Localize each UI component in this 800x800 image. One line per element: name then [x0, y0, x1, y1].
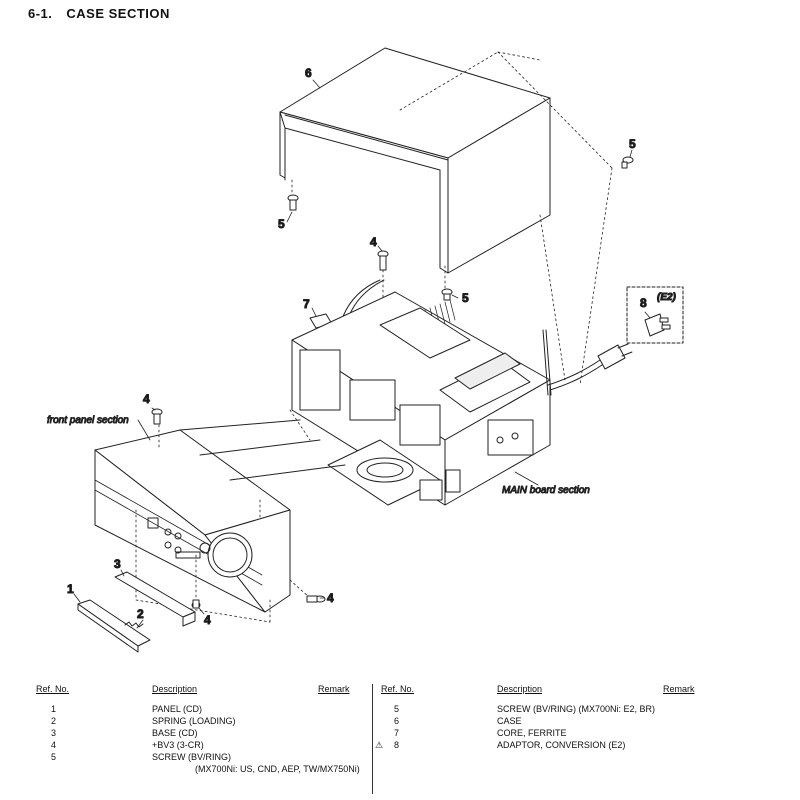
part-row: 4 +BV3 (3-CR)	[30, 740, 360, 752]
parts-list-left: Ref. No. Description Remark 1 PANEL (CD)…	[30, 684, 362, 794]
leader-lines	[73, 79, 651, 629]
screw-4-front-bottom	[191, 599, 201, 609]
part-row: 5 SCREW (BV/RING)	[30, 752, 360, 764]
part-row: ⚠ 8 ADAPTOR, CONVERSION (E2)	[373, 740, 703, 752]
part-ref: 8	[393, 740, 399, 750]
front-panel-section	[94, 419, 346, 613]
callout-2: 2	[137, 607, 144, 621]
callout-4-front-bottom: 4	[204, 613, 211, 627]
callout-3: 3	[114, 557, 121, 571]
part-description: +BV3 (3-CR)	[152, 740, 204, 750]
cd-base	[114, 571, 196, 627]
part-description: SCREW (BV/RING)	[152, 752, 232, 762]
front-panel-label: front panel section	[47, 415, 129, 426]
part-ref: 7	[393, 728, 399, 738]
ref-no-header: Ref. No.	[381, 684, 415, 694]
callout-5-right: 5	[629, 137, 636, 151]
adaptor-box	[626, 286, 684, 344]
part-ref: 5	[50, 752, 56, 762]
callout-4-top: 4	[370, 235, 377, 249]
part-description: CORE, FERRITE	[497, 728, 567, 738]
cd-spring	[124, 621, 144, 628]
screw-5-bottom	[441, 288, 453, 301]
part-ref: 5	[393, 704, 399, 714]
ref-no-header: Ref. No.	[36, 684, 70, 694]
part-description: CASE	[497, 716, 522, 726]
parts-list-right: Ref. No. Description Remark 5 SCREW (BV/…	[372, 684, 703, 794]
part-ref: 1	[50, 704, 56, 714]
e2-label: (E2)	[657, 292, 677, 303]
screw-5-left	[287, 194, 299, 211]
part-row: 6 CASE	[373, 716, 703, 728]
part-row: 5 SCREW (BV/RING) (MX700Ni: E2, BR)	[373, 704, 703, 716]
part-ref: 3	[50, 728, 56, 738]
callout-6: 6	[305, 66, 312, 80]
parts-list: Ref. No. Description Remark 1 PANEL (CD)…	[0, 684, 800, 794]
description-header: Description	[152, 684, 198, 694]
safety-warning-icon: ⚠	[375, 740, 384, 750]
case-cover	[279, 47, 551, 274]
part-ref: 4	[50, 740, 56, 750]
part-row: 7 CORE, FERRITE	[373, 728, 703, 740]
screw-5-right	[621, 156, 634, 169]
callout-5-bottom: 5	[462, 291, 469, 305]
section-number: 6-1.	[28, 6, 53, 21]
part-ref: 2	[50, 716, 56, 726]
part-row: 1 PANEL (CD)	[30, 704, 360, 716]
remark-header: Remark	[318, 684, 350, 694]
cd-panel	[77, 599, 151, 653]
section-title: CASE SECTION	[66, 6, 170, 21]
screw-4-front-right	[306, 595, 326, 603]
remark-header: Remark	[663, 684, 695, 694]
screw-4-front-left	[151, 408, 163, 425]
part-description: BASE (CD)	[152, 728, 198, 738]
part-row: 2 SPRING (LOADING)	[30, 716, 360, 728]
part-description: SCREW (BV/RING) (MX700Ni: E2, BR)	[497, 704, 656, 714]
callout-7: 7	[303, 297, 310, 311]
chassis	[291, 291, 552, 506]
callout-4-front-left: 4	[143, 392, 150, 406]
part-description: ADAPTOR, CONVERSION (E2)	[497, 740, 626, 750]
power-cord	[547, 343, 633, 391]
page-title: 6-1. CASE SECTION	[28, 6, 170, 21]
callout-5-left: 5	[278, 217, 285, 231]
description-header: Description	[497, 684, 543, 694]
callout-8: 8	[640, 296, 647, 310]
part-note: (MX700Ni: US, CND, AEP, TW/MX750Ni)	[195, 764, 360, 774]
part-description: SPRING (LOADING)	[152, 716, 236, 726]
case-guide-lines	[291, 51, 613, 386]
exploded-view-diagram: 6 5 5 5 4 7 8 4 3 1 2 4 4 front panel se…	[47, 47, 684, 653]
part-row: 3 BASE (CD)	[30, 728, 360, 740]
main-board-label: MAIN board section	[502, 485, 590, 496]
callout-4-front-right: 4	[327, 591, 334, 605]
callout-1: 1	[67, 582, 74, 596]
part-description: PANEL (CD)	[152, 704, 203, 714]
part-ref: 6	[393, 716, 399, 726]
